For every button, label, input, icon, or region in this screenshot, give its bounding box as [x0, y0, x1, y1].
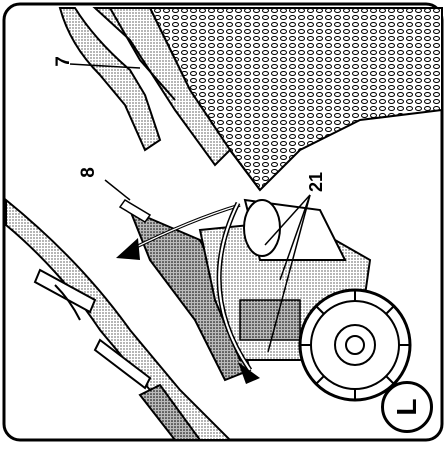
label-part-21: 21 — [306, 171, 327, 193]
label-part-8: 8 — [77, 167, 99, 178]
leader-21 — [264, 194, 311, 353]
leader-8 — [104, 179, 131, 201]
step-label: L — [391, 398, 422, 416]
leader-7 — [69, 63, 141, 69]
handle-bar — [5, 197, 233, 441]
label-part-7: 7 — [52, 56, 74, 67]
step-badge: L — [381, 381, 433, 433]
rear-wheel — [298, 288, 412, 402]
